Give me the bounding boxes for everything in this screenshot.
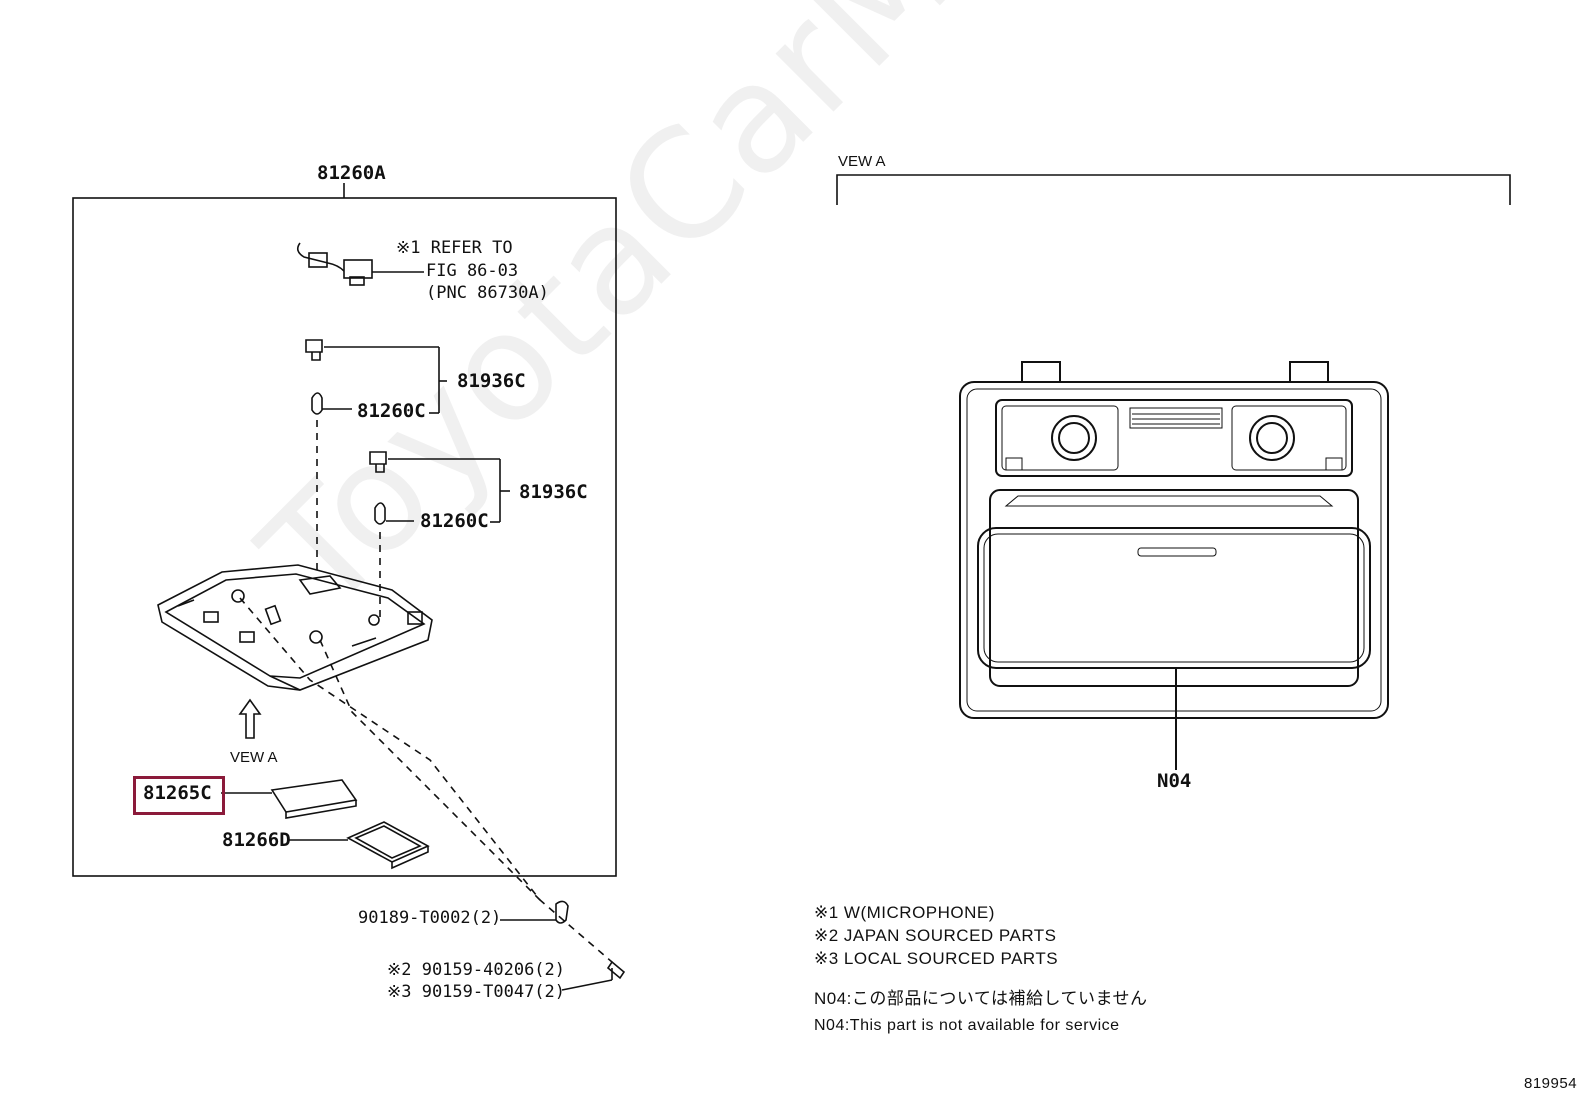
cover-label[interactable]: 81266D xyxy=(222,829,291,851)
view-arrow xyxy=(238,698,262,739)
figure-number: 819954 xyxy=(1524,1075,1578,1092)
plug-a xyxy=(311,392,352,575)
refer-line1: ※1 REFER TO xyxy=(396,238,513,258)
plug-b xyxy=(374,502,414,622)
note-n04-en: N04:This part is not available for servi… xyxy=(814,1017,1120,1034)
lens-part xyxy=(221,779,358,819)
clip-b-label: 81936C xyxy=(519,481,588,503)
lens-highlight xyxy=(133,776,225,815)
note-japan-sourced: ※2 JAPAN SOURCED PARTS xyxy=(814,926,1057,945)
clip-a xyxy=(305,339,447,414)
wire-harness xyxy=(296,242,424,286)
note-local-sourced: ※3 LOCAL SOURCED PARTS xyxy=(814,949,1059,968)
nut-label[interactable]: 90189-T0002(2) xyxy=(358,908,502,928)
nut-part xyxy=(500,900,569,924)
refer-line2: FIG 86-03 xyxy=(426,261,519,281)
refer-line3: (PNC 86730A) xyxy=(426,283,549,303)
assembly-label: 81260A xyxy=(317,162,386,184)
note-n04-jp: N04:この部品については補給していません xyxy=(814,989,1148,1008)
fastener-lines xyxy=(239,597,613,963)
note-microphone: ※1 W(MICROPHONE) xyxy=(814,903,995,922)
lens-label[interactable]: 81265C xyxy=(143,782,212,804)
cover-part xyxy=(288,821,430,870)
clip-b xyxy=(369,451,510,523)
plug-a-label: 81260C xyxy=(357,400,426,422)
view-a-left-label: VEW A xyxy=(230,749,278,766)
view-a-right-label: VEW A xyxy=(838,153,886,170)
clip-a-label: 81936C xyxy=(457,370,526,392)
console-front-view xyxy=(959,361,1389,770)
lamp-housing xyxy=(157,564,433,691)
screw-part xyxy=(561,960,626,991)
n04-label[interactable]: N04 xyxy=(1157,770,1192,792)
screw-local-label[interactable]: ※3 90159-T0047(2) xyxy=(387,982,566,1002)
plug-b-label: 81260C xyxy=(420,510,489,532)
screw-jp-label[interactable]: ※2 90159-40206(2) xyxy=(387,960,566,980)
view-a-bracket xyxy=(836,174,1511,205)
